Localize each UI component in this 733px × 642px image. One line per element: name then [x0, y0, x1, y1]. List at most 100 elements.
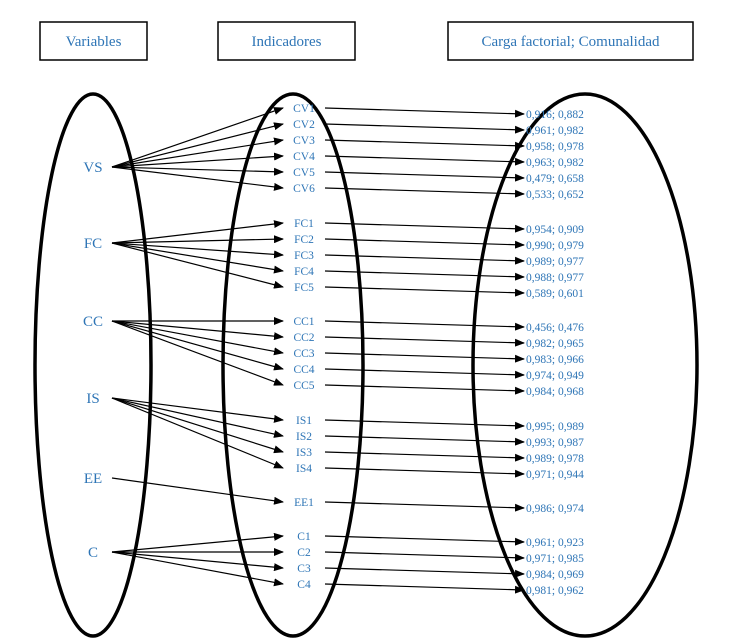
- value-label-cv5: 0,479; 0,658: [526, 173, 584, 185]
- arrow-cv5-to-value: [324, 171, 525, 182]
- arrow-cv3-to-value: [324, 139, 525, 150]
- arrow-vs-to-cv1: [111, 107, 284, 168]
- value-label-fc5: 0,589; 0,601: [526, 288, 584, 300]
- indicadores-ellipse: [221, 92, 365, 638]
- indicator-label-cv3: CV3: [293, 135, 315, 147]
- value-label-cc2: 0,982; 0,965: [526, 338, 584, 350]
- header-variables-label: Variables: [66, 34, 122, 50]
- variables-ellipse: [33, 92, 153, 638]
- variable-label-c: C: [88, 545, 98, 561]
- arrow-cc-to-cc5: [111, 320, 284, 386]
- arrow-fc-to-fc1: [111, 220, 284, 244]
- indicator-label-c2: C2: [297, 547, 311, 559]
- variable-label-ee: EE: [84, 471, 102, 487]
- header-variables: Variables: [39, 21, 148, 61]
- arrow-is2-to-value: [324, 435, 525, 446]
- arrow-c4-to-value: [324, 583, 525, 594]
- arrow-is3-to-value: [324, 451, 525, 462]
- value-label-fc3: 0,989; 0,977: [526, 256, 584, 268]
- indicator-label-cc5: CC5: [293, 380, 314, 392]
- arrow-c2-to-value: [324, 551, 525, 562]
- arrow-cv2-to-value: [324, 123, 525, 134]
- value-label-cv3: 0,958; 0,978: [526, 141, 584, 153]
- value-label-is1: 0,995; 0,989: [526, 421, 584, 433]
- value-label-cv4: 0,963; 0,982: [526, 157, 584, 169]
- arrow-cc-to-cc4: [111, 320, 284, 371]
- carga-ellipse: [471, 92, 699, 638]
- arrow-fc4-to-value: [324, 270, 525, 281]
- value-label-cv6: 0,533; 0,652: [526, 189, 584, 201]
- value-label-fc2: 0,990; 0,979: [526, 240, 584, 252]
- arrow-fc-to-fc4: [111, 242, 284, 274]
- variable-label-is: IS: [86, 391, 99, 407]
- value-label-ee1: 0,986; 0,974: [526, 503, 584, 515]
- value-label-cc4: 0,974; 0,949: [526, 370, 584, 382]
- indicator-label-ee1: EE1: [294, 497, 314, 509]
- arrow-fc2-to-value: [324, 238, 525, 249]
- value-label-c2: 0,971; 0,985: [526, 553, 584, 565]
- arrow-cc5-to-value: [324, 384, 525, 395]
- header-carga-label: Carga factorial; Comunalidad: [481, 34, 660, 50]
- arrow-c-to-c4: [111, 551, 284, 587]
- arrows-layer: [111, 107, 525, 594]
- arrow-fc-to-fc5: [111, 242, 284, 289]
- indicator-label-cc4: CC4: [293, 364, 314, 376]
- header-carga-box: [447, 21, 694, 61]
- header-indicadores-label: Indicadores: [252, 34, 322, 50]
- arrow-fc-to-fc3: [111, 242, 284, 259]
- indicator-label-fc1: FC1: [294, 218, 314, 230]
- value-label-cc3: 0,983; 0,966: [526, 354, 584, 366]
- indicator-label-cc3: CC3: [293, 348, 314, 360]
- indicator-label-cc1: CC1: [293, 316, 314, 328]
- value-label-is2: 0,993; 0,987: [526, 437, 584, 449]
- value-label-cv2: 0,961; 0,982: [526, 125, 584, 137]
- header-indicadores-box: [217, 21, 356, 61]
- header-carga: Carga factorial; Comunalidad: [447, 21, 694, 61]
- indicator-label-is3: IS3: [296, 447, 312, 459]
- value-label-c4: 0,981; 0,962: [526, 585, 584, 597]
- indicator-label-c4: C4: [297, 579, 311, 591]
- arrow-is1-to-value: [324, 419, 525, 430]
- arrow-c3-to-value: [324, 567, 525, 578]
- arrow-is-to-is4: [111, 397, 284, 469]
- arrow-cc-to-cc3: [111, 320, 284, 356]
- indicator-label-is2: IS2: [296, 431, 312, 443]
- indicator-label-c3: C3: [297, 563, 311, 575]
- arrow-is-to-is3: [111, 397, 284, 454]
- indicator-label-is4: IS4: [296, 463, 312, 475]
- value-label-c1: 0,961; 0,923: [526, 537, 584, 549]
- arrow-fc5-to-value: [324, 286, 525, 297]
- header-indicadores: Indicadores: [217, 21, 356, 61]
- indicator-label-cv2: CV2: [293, 119, 315, 131]
- indicator-label-fc2: FC2: [294, 234, 314, 246]
- arrow-cv1-to-value: [324, 107, 525, 118]
- arrow-c-to-c3: [111, 551, 284, 572]
- arrow-vs-to-cv2: [111, 122, 284, 168]
- value-label-cv1: 0,916; 0,882: [526, 109, 584, 121]
- arrow-is4-to-value: [324, 467, 525, 478]
- arrow-vs-to-cv3: [111, 137, 284, 168]
- value-label-fc4: 0,988; 0,977: [526, 272, 584, 284]
- arrow-cv6-to-value: [324, 187, 525, 198]
- arrow-cv4-to-value: [324, 155, 525, 166]
- arrow-c1-to-value: [324, 535, 525, 546]
- arrow-fc1-to-value: [324, 222, 525, 233]
- indicator-label-cv5: CV5: [293, 167, 315, 179]
- arrow-is-to-is2: [111, 397, 284, 438]
- value-label-cc1: 0,456; 0,476: [526, 322, 584, 334]
- indicator-label-cv1: CV1: [293, 103, 315, 115]
- arrow-vs-to-cv6: [111, 166, 284, 191]
- variable-label-fc: FC: [84, 236, 102, 252]
- value-label-is4: 0,971; 0,944: [526, 469, 584, 481]
- indicator-label-fc4: FC4: [294, 266, 314, 278]
- arrow-vs-to-cv5: [111, 166, 284, 176]
- value-label-c3: 0,984; 0,969: [526, 569, 584, 581]
- value-label-is3: 0,989; 0,978: [526, 453, 584, 465]
- indicator-label-is1: IS1: [296, 415, 312, 427]
- arrow-is-to-is1: [111, 397, 284, 423]
- arrow-ee-to-ee1: [111, 477, 284, 505]
- arrow-vs-to-cv4: [111, 152, 284, 168]
- indicator-label-cv4: CV4: [293, 151, 315, 163]
